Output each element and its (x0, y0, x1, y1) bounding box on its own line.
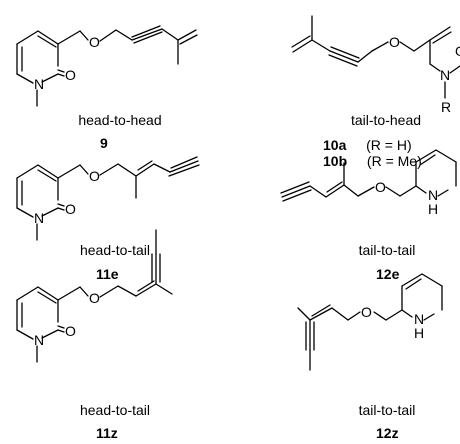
atom-n-12e: N (428, 187, 438, 203)
compound-line-10a: 10a (R = H) (323, 137, 412, 153)
compound-line-10b: 10b (R = Me) (323, 153, 422, 169)
structure-12e (280, 149, 457, 202)
atom-r-10: R (441, 99, 451, 115)
caption-12z: tail-to-tail (358, 402, 416, 418)
atom-h-12z: H (414, 325, 424, 341)
compound-number-10b: 10b (323, 153, 348, 169)
atom-n-9: N (34, 76, 44, 92)
structure-12z (297, 273, 443, 371)
structure-11e (16, 156, 200, 241)
structure-9 (16, 25, 198, 107)
caption-9: head-to-head (78, 112, 162, 128)
atom-o-ether-11z: O (89, 290, 100, 306)
atom-o-carbonyl-10: O (455, 43, 460, 59)
compound-number-11e: 11e (96, 266, 119, 282)
compound-number-12z: 12z (376, 425, 399, 441)
compound-number-11z: 11z (96, 425, 118, 441)
atom-n-10: N (440, 67, 450, 83)
caption-11e: head-to-tail (79, 242, 151, 258)
atom-o-carbonyl-11e: O (65, 201, 76, 217)
compound-number-12e: 12e (376, 266, 400, 282)
atom-h-12e: H (428, 201, 438, 217)
caption-12e: tail-to-tail (358, 242, 416, 258)
atom-o-ether-12e: O (375, 179, 386, 195)
atom-n-11e: N (34, 210, 44, 226)
atom-o-ether-11e: O (89, 168, 100, 184)
atom-o-ether-12z: O (361, 304, 372, 320)
caption-11z: head-to-tail (79, 402, 151, 418)
atom-o-carbonyl-11z: O (65, 323, 76, 339)
atom-o-ether-9: O (89, 34, 100, 50)
atom-o-ether-10: O (389, 34, 400, 50)
caption-10: tail-to-head (350, 112, 422, 128)
atom-n-11z: N (34, 332, 44, 348)
atom-n-12z: N (414, 311, 424, 327)
compound-number-9: 9 (100, 135, 108, 151)
compound-number-10a: 10a (323, 137, 347, 153)
structure-10 (291, 15, 460, 99)
structure-11z (16, 229, 173, 363)
compound-note-10b: (R = Me) (366, 153, 422, 169)
atom-o-carbonyl-9: O (65, 67, 76, 83)
compound-note-10a: (R = H) (366, 137, 412, 153)
